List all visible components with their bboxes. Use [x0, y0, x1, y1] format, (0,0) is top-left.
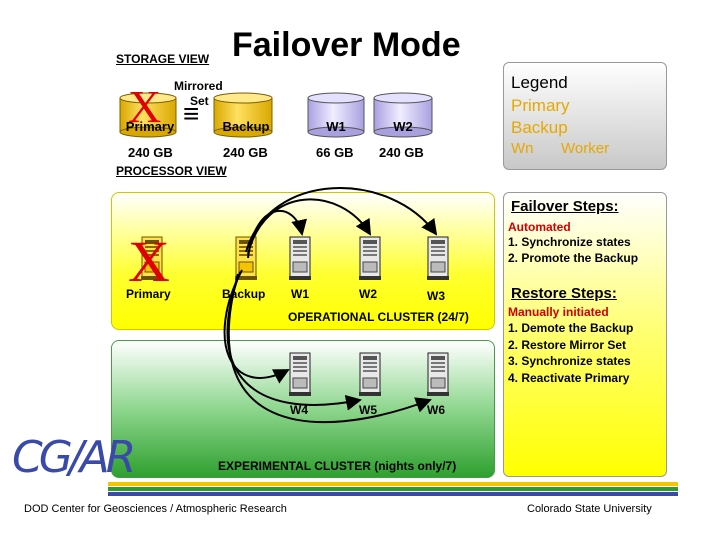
- equivalence-symbol: ≡: [183, 98, 200, 129]
- disk-drawing: [119, 92, 433, 138]
- disk-label-w2: W2: [393, 119, 413, 134]
- arrow-backup-to-w6: [227, 273, 432, 423]
- legend-backup: Backup: [511, 118, 568, 137]
- server-w5: [359, 352, 381, 396]
- experimental-cluster-label: EXPERIMENTAL CLUSTER (nights only/7): [218, 459, 457, 473]
- server-label-w4: W4: [290, 403, 308, 417]
- failover-steps-mode: Automated: [508, 220, 571, 234]
- restore-step-2: 2. Restore Mirror Set: [508, 338, 627, 352]
- restore-steps-title: Restore Steps:: [511, 285, 617, 302]
- disk-backup: [213, 92, 273, 138]
- failed-server-x-icon: X: [128, 229, 170, 294]
- server-w2: [359, 236, 381, 280]
- footer-university: Colorado State University: [527, 503, 652, 515]
- server-label-primary: Primary: [126, 287, 171, 301]
- disk-size-backup: 240 GB: [223, 145, 268, 160]
- legend-primary: Primary: [511, 96, 570, 115]
- server-label-w3: W3: [427, 289, 445, 303]
- server-w3: [427, 236, 449, 280]
- legend-box: [503, 62, 667, 170]
- failover-step-1: 1. Synchronize states: [508, 235, 631, 249]
- failed-disk-x-icon: X: [128, 81, 162, 132]
- restore-steps-mode: Manually initiated: [508, 305, 609, 319]
- operational-cluster-label: OPERATIONAL CLUSTER (24/7): [288, 310, 469, 324]
- set-label: Set: [190, 94, 209, 108]
- footer-organization: DOD Center for Geosciences / Atmospheric…: [24, 503, 287, 515]
- failover-step-2: 2. Promote the Backup: [508, 251, 639, 265]
- disk-label-backup: Backup: [222, 119, 270, 134]
- disk-primary: [119, 92, 177, 138]
- restore-step-1: 1. Demote the Backup: [508, 321, 634, 335]
- arrow-backup-to-w3: [245, 187, 438, 253]
- restore-step-4: 4. Reactivate Primary: [508, 371, 630, 385]
- legend-wn: Wn: [511, 140, 534, 157]
- disk-label-w1: W1: [326, 119, 346, 134]
- page-title: Failover Mode: [232, 26, 461, 64]
- legend-title: Legend: [511, 73, 568, 92]
- disk-label-primary: Primary: [125, 119, 175, 134]
- footer-bar-green: [108, 487, 678, 491]
- legend-worker: Worker: [561, 140, 610, 157]
- server-w6: [427, 352, 449, 396]
- arrow-backup-to-w2: [247, 198, 372, 255]
- server-w1: [289, 236, 311, 280]
- disk-w1: [307, 92, 365, 138]
- restore-step-3: 3. Synchronize states: [508, 354, 631, 368]
- storage-view-label: STORAGE VIEW: [116, 52, 210, 66]
- steps-panel: [503, 192, 667, 477]
- disk-size-w2: 240 GB: [379, 145, 424, 160]
- footer-bar-blue: [108, 492, 678, 496]
- arrow-backup-to-w4: [223, 269, 290, 384]
- disk-size-w1: 66 GB: [316, 145, 354, 160]
- mirrored-label: Mirrored: [174, 79, 223, 93]
- failover-steps-title: Failover Steps:: [511, 198, 619, 215]
- disk-w2: [373, 92, 433, 138]
- server-label-w5: W5: [359, 403, 377, 417]
- server-w4: [289, 352, 311, 396]
- footer-bar-yellow: [108, 482, 678, 486]
- disk-size-primary: 240 GB: [128, 145, 173, 160]
- server-backup: [235, 236, 257, 280]
- server-label-w1: W1: [291, 287, 309, 301]
- server-label-w2: W2: [359, 287, 377, 301]
- server-label-w6: W6: [427, 403, 445, 417]
- server-label-backup: Backup: [222, 287, 266, 301]
- cgar-logo: CG/AR: [12, 432, 136, 483]
- processor-view-label: PROCESSOR VIEW: [116, 164, 227, 178]
